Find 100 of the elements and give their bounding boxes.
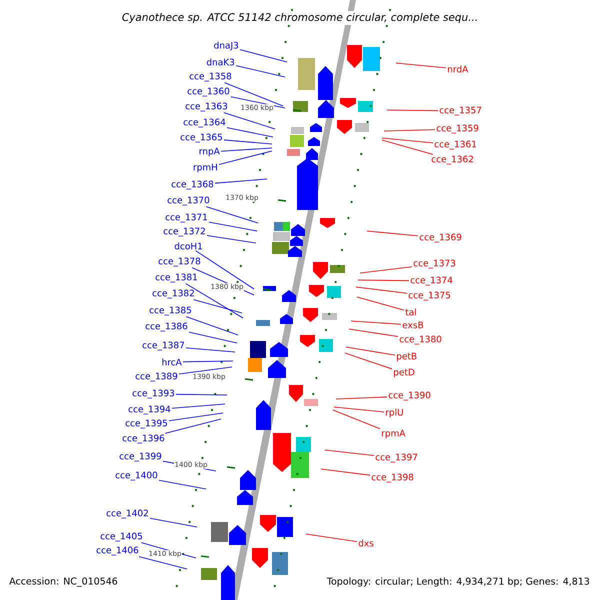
leader-line (324, 450, 374, 456)
gene-label: cce_1382 (152, 290, 194, 298)
leader-line (195, 250, 254, 290)
leader-line (348, 328, 398, 337)
leader-line (176, 394, 228, 396)
leader-line (350, 320, 402, 325)
gene-label: rpmA (382, 430, 406, 438)
gene-label: petB (397, 352, 416, 362)
leader-line (150, 518, 198, 528)
gene-label: cce_1394 (128, 406, 170, 414)
leader-line (193, 299, 242, 314)
gene-label: hrcA (162, 358, 182, 366)
leader-line (182, 360, 234, 362)
gene-label: cce_1397 (376, 454, 418, 462)
leader-line (332, 410, 380, 430)
gene-label: cce_1399 (120, 452, 162, 462)
leader-line (224, 140, 272, 144)
leader-line (226, 127, 274, 138)
leader-line (320, 468, 370, 476)
gene-label: cce_1389 (136, 372, 178, 382)
gene-label: cce_1372 (164, 228, 205, 236)
gene-label: cce_1361 (434, 140, 476, 150)
leader-line (396, 62, 446, 68)
gene-label: cce_1364 (184, 118, 226, 128)
gene-label: cce_1365 (180, 134, 222, 142)
gene-label: cce_1400 (116, 472, 158, 480)
leader-line (386, 110, 438, 112)
gene-label: cce_1375 (408, 292, 450, 300)
leader-line (206, 235, 256, 244)
leader-line (334, 406, 384, 412)
leader-line (220, 148, 272, 152)
leader-line (138, 556, 188, 570)
leader-line (158, 480, 206, 490)
leader-line (208, 222, 258, 232)
gene-label: cce_1398 (372, 474, 414, 482)
leader-line (236, 65, 286, 78)
gene-label: cce_1374 (410, 276, 452, 286)
gene-label: cce_1373 (414, 260, 456, 268)
gene-label: dnaJ3 (214, 42, 238, 50)
leader-line (384, 129, 436, 132)
leader-line (356, 296, 404, 310)
leader-line (206, 206, 258, 224)
gene-label: cce_1369 (420, 234, 462, 242)
leader-line (366, 230, 418, 236)
leader-line (224, 82, 284, 106)
gene-label: nrdA (448, 66, 468, 72)
leader-line (223, 112, 276, 130)
leader-line (164, 418, 222, 434)
gene-label: cce_1370 (168, 196, 210, 206)
leader-line (344, 352, 392, 370)
gene-label: cce_1378 (158, 258, 200, 266)
leader-line (240, 49, 288, 62)
leader-line (172, 404, 226, 409)
gene-label: cce_1363 (186, 102, 228, 112)
leader-line (178, 366, 232, 374)
gene-label: cce_1359 (436, 124, 478, 134)
gene-label: cce_1385 (150, 306, 192, 316)
gene-label: cce_1358 (190, 72, 232, 82)
leader-line (186, 316, 238, 336)
leader-line (218, 150, 272, 165)
leader-line (168, 412, 224, 422)
leader-line (382, 140, 434, 155)
leader-line (346, 346, 396, 356)
leader-line (358, 280, 410, 282)
leader-line (360, 266, 412, 274)
gene-label: tal (405, 308, 416, 316)
gene-label: rpmH (194, 164, 217, 172)
gene-label: cce_1360 (188, 88, 230, 96)
gene-label: petD (394, 368, 414, 378)
leader-line (186, 348, 236, 352)
leader-line (185, 283, 244, 318)
gene-label: cce_1390 (388, 392, 430, 400)
gene-label: rplU (386, 408, 403, 418)
gene-label: rnpA (200, 148, 220, 156)
leader-line (188, 332, 238, 344)
leader-line (230, 96, 286, 108)
leader-line (356, 286, 408, 294)
gene-label: cce_1362 (432, 156, 473, 164)
gene-label: cce_1357 (440, 106, 482, 116)
leader-line (382, 138, 434, 144)
gene-label: dcoH1 (174, 242, 202, 250)
gene-label: dnaK3 (206, 58, 234, 66)
gene-label: cce_1393 (132, 390, 174, 398)
gene-label: cce_1396 (122, 434, 164, 444)
gene-label: exsB (402, 322, 424, 328)
gene-label: cce_1380 (400, 336, 442, 344)
leader-line (306, 534, 358, 542)
gene-label: cce_1402 (106, 510, 148, 518)
footer-text: Accession: NC_010546 (9, 577, 118, 587)
gene-label: cce_1395 (126, 420, 168, 428)
gene-label: dxs (358, 540, 374, 546)
title: Cyanothece sp. ATCC 51142 chromosome circular, complete sequ... (120, 10, 480, 26)
gene-label: cce_1368 (172, 180, 214, 190)
gene-label: cce_1381 (156, 274, 197, 282)
gene-label: cce_1387 (142, 342, 184, 350)
footer-text: Topology: circular; Length: 4,934,271 bp; Genes: 4,813 (326, 576, 591, 588)
gene-label: cce_1406 (96, 546, 138, 556)
gene-label: cce_1386 (146, 322, 188, 332)
leader-line (336, 396, 388, 400)
gene-label: cce_1405 (100, 532, 142, 542)
